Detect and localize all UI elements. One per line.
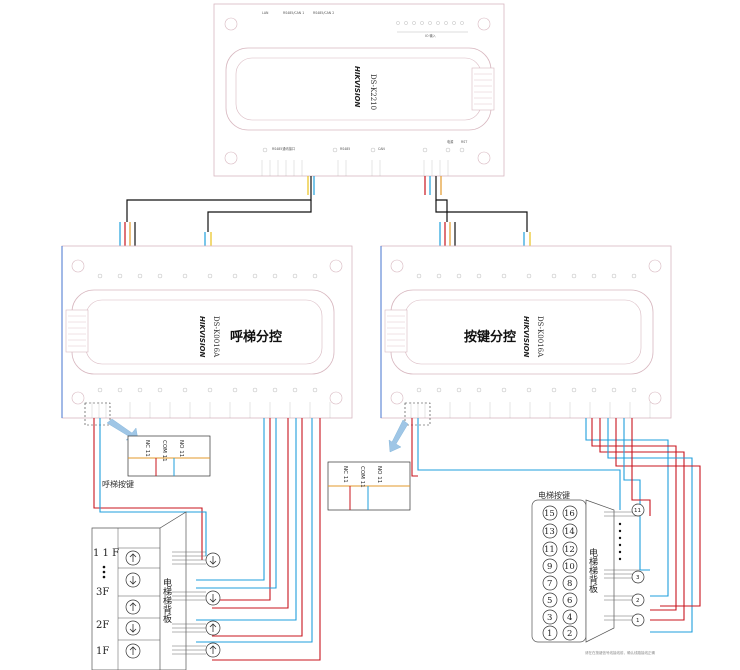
call-brand: HIKVISION [198,316,206,358]
key-10: 10 [564,562,575,572]
main-controller: LAN RS485/CAN 1 RS485/CAN 2 IO 输入 HIKVIS… [213,3,505,177]
call-controller-title: 呼梯分控 [230,329,282,345]
rs485-comm-label: RS485通讯接口 [272,146,295,151]
key-controller: 按键分控 HIKVISION DS-K0016A [380,245,672,426]
rst-label: RST [461,140,467,144]
key-16: 16 [564,509,575,519]
terminal-box-right: NC 11 COM 11 NO 11 [327,461,411,511]
rj45-port [65,309,89,353]
key-signal-wires [411,418,701,633]
callout-arrow [388,419,409,453]
io-caption: IO 输入 [425,33,437,38]
pin-3: 3 [636,575,640,581]
power-label: 电源 [447,139,454,144]
screw-hole [648,391,662,405]
floor-1f: 1F [96,646,109,657]
terminal-box-left: NC 11 COM 11 NO 11 [127,435,211,477]
lan-label: LAN [262,11,269,15]
key-model: DS-K0016A [536,316,544,358]
key-13: 13 [544,527,555,537]
right-no-label: NO 11 [376,466,382,483]
call-controller: HIKVISION DS-K0016A 呼梯分控 [61,245,353,426]
screw-hole [329,259,343,273]
screw-hole [390,259,404,273]
call-model: DS-K0016A [212,316,220,358]
pin-2: 2 [636,598,640,604]
pin-11: 11 [634,508,641,514]
screw-hole [224,17,238,31]
key-brand: HIKVISION [522,316,530,358]
screw-hole [329,391,343,405]
screw-hole [224,151,238,165]
elevator-board-label-left: 电梯梯背板 [161,577,172,624]
screw-hole [71,391,85,405]
main-model: DS-K2210 [369,74,377,110]
screw-hole [390,391,404,405]
can-label: CAN [378,147,385,151]
key-3: 3 [547,613,552,623]
floor-11f: 1 1 F [93,548,119,559]
left-no-label: NO 11 [178,440,184,457]
floor-3f: 3F [96,587,109,598]
rj45-port [471,67,495,111]
key-11: 11 [544,545,555,555]
key-4: 4 [567,613,572,623]
wiring-note: 请在在按键信号线接线前，确认线路接线正确 [585,650,655,655]
right-nc-label: NC 11 [342,466,348,483]
rs485-1-label: RS485/CAN 1 [283,11,304,15]
left-com-label: COM 11 [161,440,167,462]
rs485-label: RS485 [340,147,350,151]
pin-1: 1 [636,618,640,624]
key-6: 6 [567,596,572,606]
screw-hole [648,259,662,273]
key-8: 8 [567,579,572,589]
main-brand: HIKVISION [353,66,361,108]
rs485-2-label: RS485/CAN 2 [313,11,334,15]
bus-wires [119,176,531,248]
screw-hole [477,151,491,165]
elevator-keys-title: 电梯按键 [538,490,570,500]
key-12: 12 [564,545,575,555]
floor-panel: 1 1 F 3F 2F 1F 电梯梯背板 [91,511,221,670]
call-button-label: 呼梯按键 [102,479,134,489]
right-com-label: COM 11 [359,466,365,488]
key-5: 5 [547,596,552,606]
elevator-board-label-right: 电梯梯背板 [587,547,598,594]
key-9: 9 [547,562,552,572]
key-controller-title: 按键分控 [464,329,516,345]
key-14: 14 [564,527,575,537]
key-15: 15 [544,509,555,519]
key-7: 7 [547,579,552,589]
rj45-port [384,309,408,353]
floor-2f: 2F [96,620,109,631]
call-signal-wires [93,418,321,661]
terminal-highlight [404,402,431,426]
screw-hole [71,259,85,273]
key-2: 2 [567,629,572,639]
key-1: 1 [547,629,552,639]
left-nc-label: NC 11 [144,440,150,457]
elevator-key-panel: 电梯按键 15 16 13 14 11 12 9 10 7 8 5 6 3 4 … [531,490,655,655]
screw-hole [477,17,491,31]
terminal-highlight [84,402,111,426]
